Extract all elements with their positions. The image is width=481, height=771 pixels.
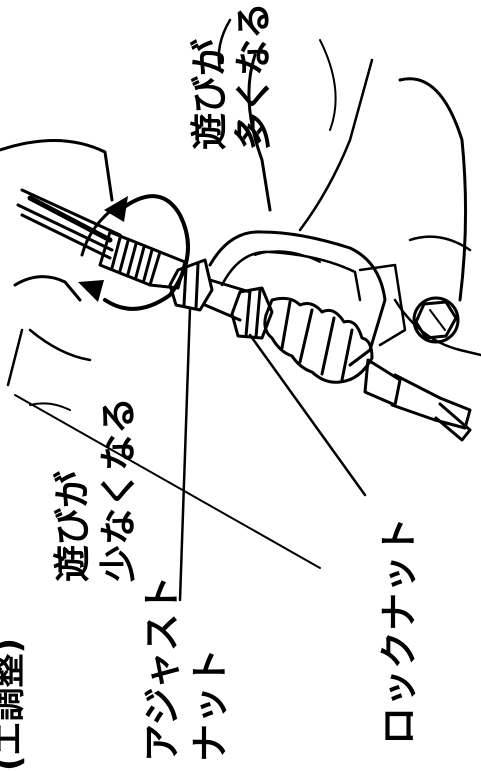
- leader-line-lock-nut: [248, 333, 367, 497]
- label-play-increase-line2: 多くなる: [232, 2, 275, 150]
- background-outline: [6, 328, 24, 387]
- background-outline: [408, 235, 472, 252]
- arrowhead: [78, 196, 128, 302]
- cable-housing: [16, 188, 122, 260]
- background-outline: [319, 39, 337, 131]
- bolt-head: [412, 296, 460, 344]
- rubber-boot: [263, 296, 374, 384]
- label-play-decrease: 遊びが 少なくなる: [51, 397, 140, 582]
- clutch-lever: [254, 250, 321, 263]
- background-outline: [247, 53, 272, 212]
- label-play-increase-line1: 遊びが: [188, 39, 231, 150]
- mechanism-drawing: [0, 18, 481, 602]
- label-adjust-nut: アジャスト ナット: [140, 575, 232, 762]
- label-play-increase: 遊びが 多くなる: [188, 2, 275, 150]
- leader-line-adjust-nut: [178, 306, 192, 602]
- background-outline: [13, 275, 82, 302]
- label-adjust-nut-line2: ナット: [188, 648, 232, 762]
- label-adjust-nut-line1: アジャスト: [140, 575, 184, 762]
- background-outline: [28, 328, 92, 362]
- background-outline: [0, 138, 114, 202]
- background-outline: [298, 58, 374, 232]
- background-outline: [398, 77, 468, 302]
- label-lock-nut: ロックナット: [377, 517, 421, 745]
- adjust-nut-shape: [168, 258, 214, 312]
- leader-line-background: [14, 394, 321, 569]
- lever-bracket: [358, 263, 407, 347]
- adjuster-barrel: [98, 230, 187, 290]
- background-outline: [393, 298, 481, 357]
- clutch-lever: [208, 230, 387, 367]
- label-lock-nut-text: ロックナット: [377, 517, 421, 745]
- label-partial-top-left-text: (エ調整): [0, 638, 29, 771]
- cable-end: [363, 358, 472, 442]
- background-outline: [217, 18, 232, 72]
- label-play-decrease-line1: 遊びが: [51, 471, 94, 582]
- label-partial-top-left: (エ調整): [0, 638, 29, 771]
- label-play-decrease-line2: 少なくなる: [97, 397, 140, 582]
- lock-nut-shape: [230, 286, 274, 340]
